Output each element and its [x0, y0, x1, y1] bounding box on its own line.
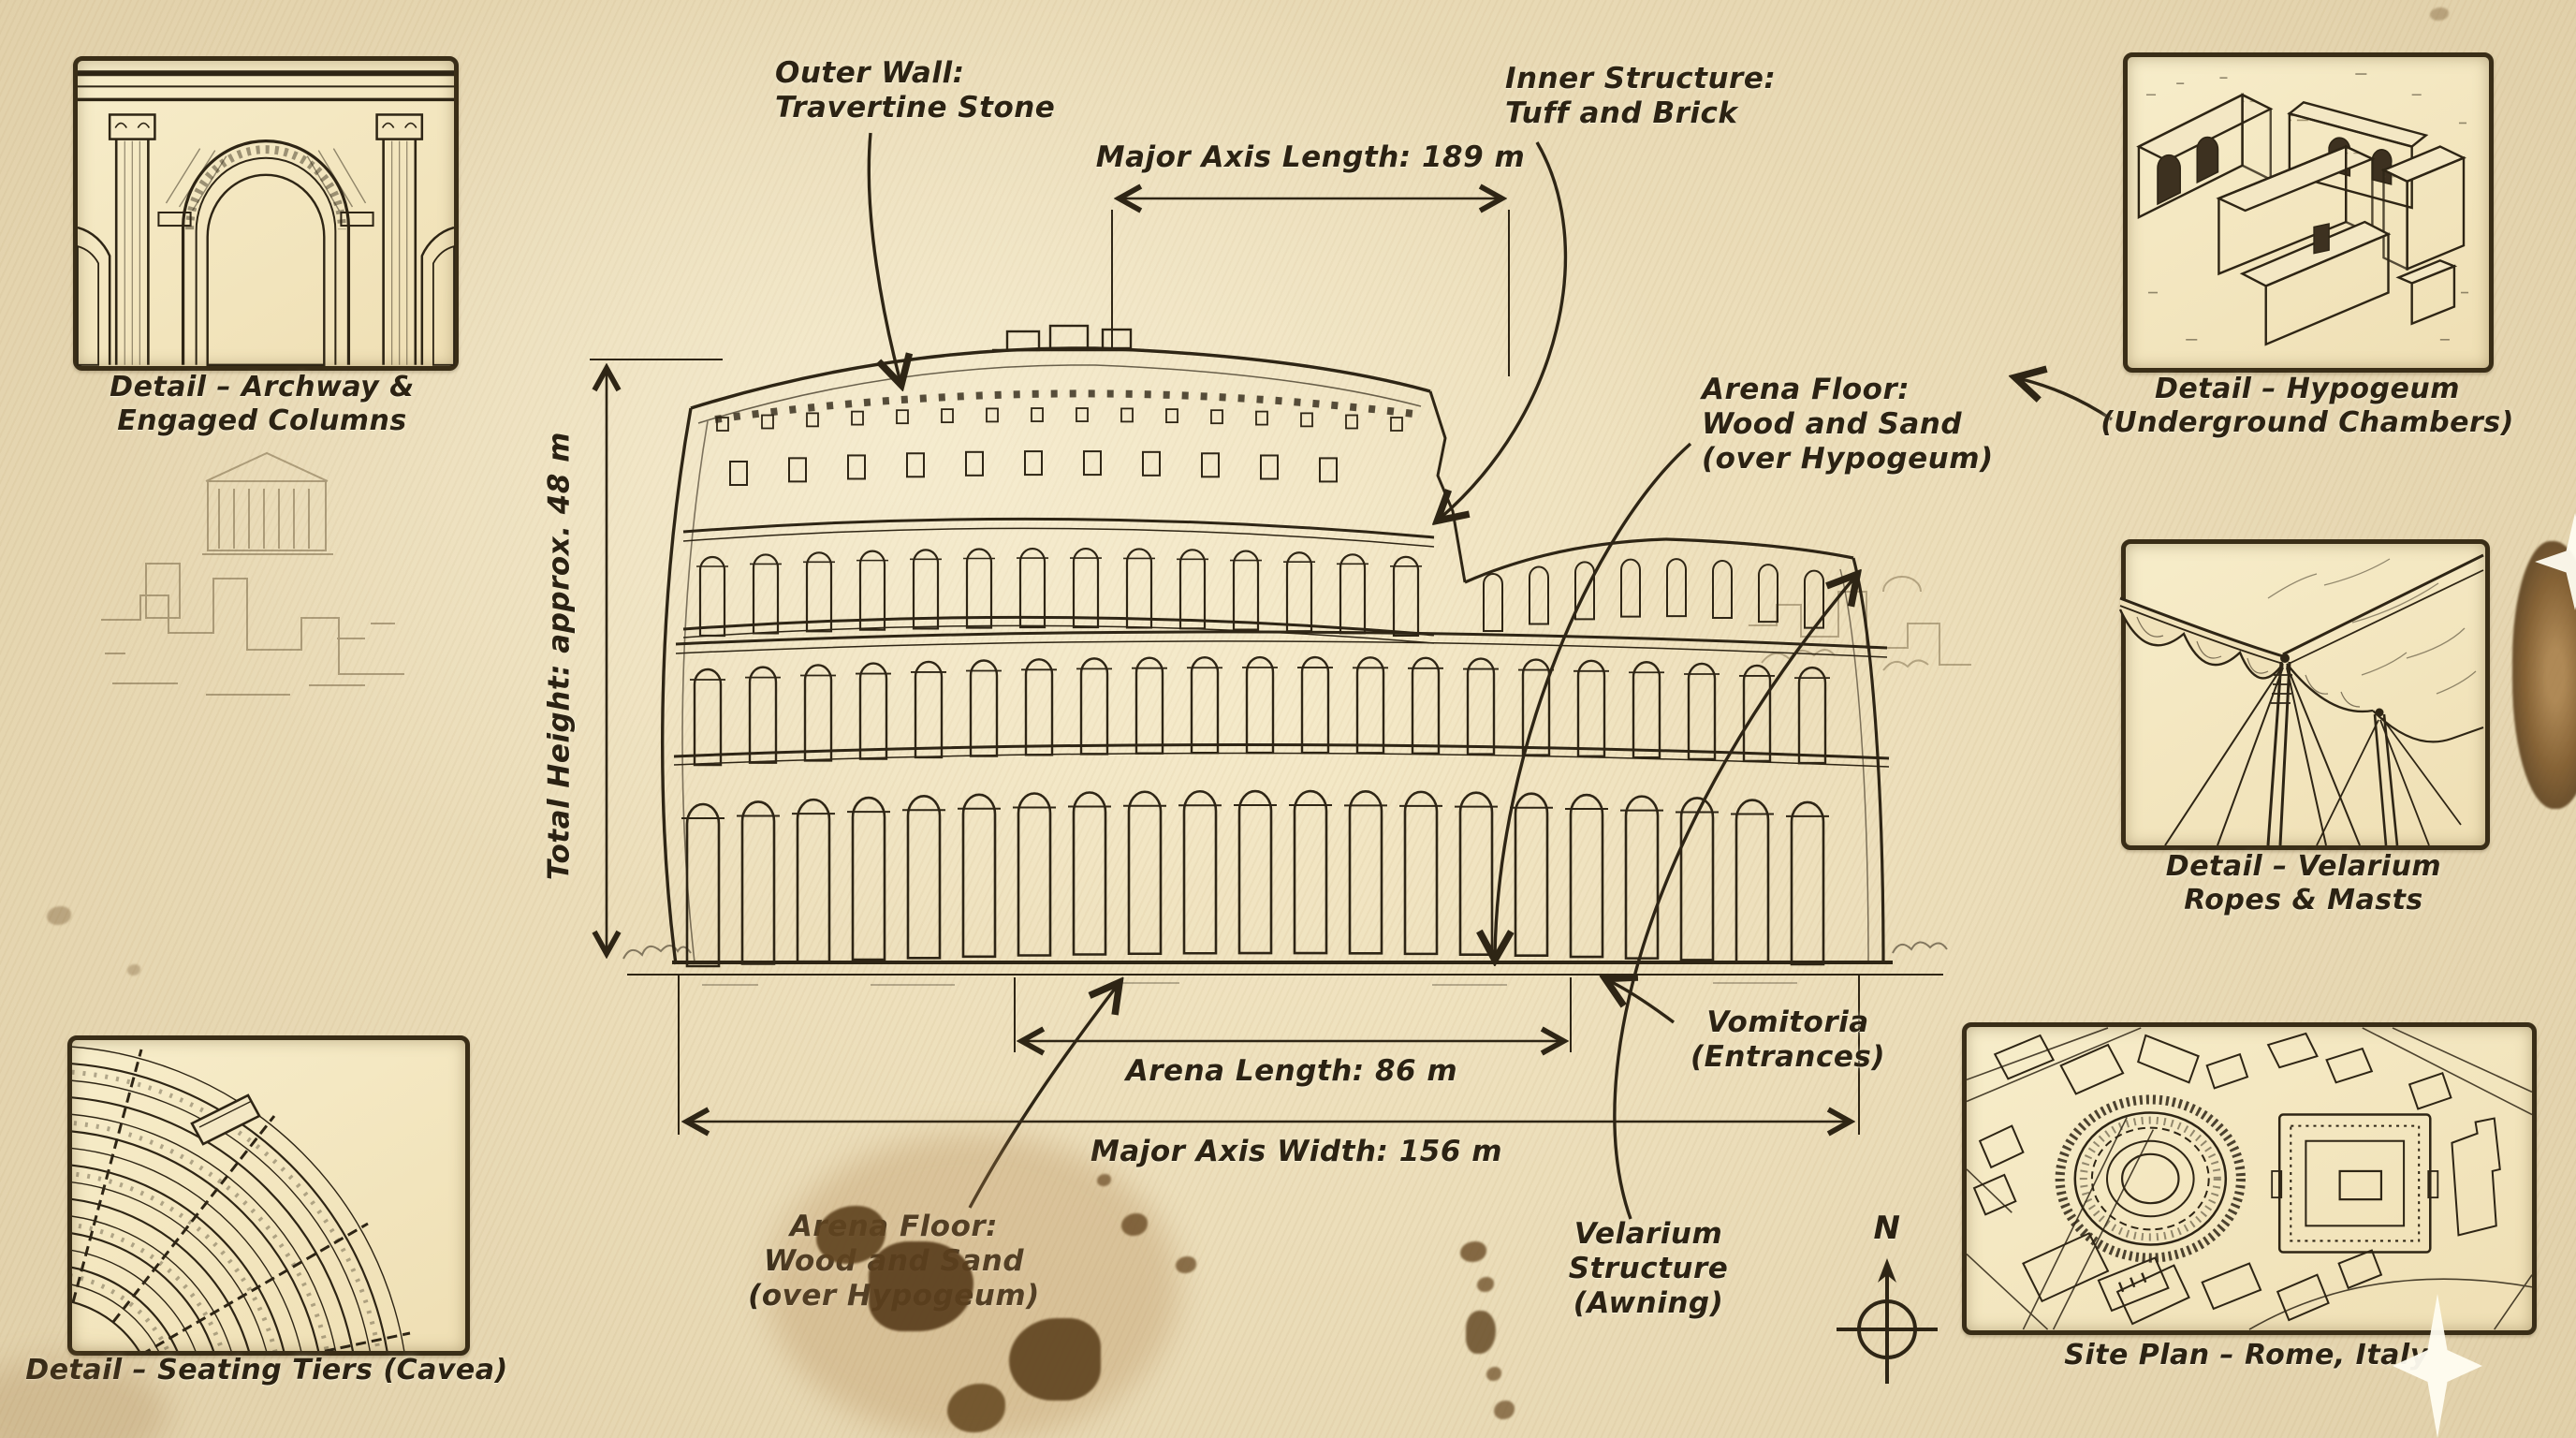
arena-floor-right-arrow [1495, 442, 1692, 957]
vomitoria-label: Vomitoria (Entrances) [1690, 1005, 1886, 1075]
coffee-stain [1477, 1277, 1494, 1292]
total-height-label: Total Height: approx. 48 m [542, 432, 577, 881]
seating-detail-drawing [72, 1046, 411, 1351]
skyline-left-sketch [101, 451, 404, 696]
major-axis-length-label: Major Axis Length: 189 m [1095, 140, 1526, 174]
vomitoria-arrow [1608, 980, 1676, 1024]
inner-structure-label: Inner Structure: Tuff and Brick [1505, 62, 1777, 131]
coffee-stain [47, 906, 71, 925]
inset-siteplan [1962, 1022, 2537, 1335]
inset-hypogeum [2123, 52, 2494, 373]
coffee-stain [127, 964, 140, 976]
coffee-stain [1176, 1256, 1196, 1273]
compass-icon [1837, 1258, 1938, 1384]
coffee-stain [1097, 1174, 1111, 1186]
inset-seating [67, 1035, 470, 1356]
coffee-stain [2430, 7, 2449, 21]
arena-floor-right-label: Arena Floor: Wood and Sand (over Hypogeu… [1702, 373, 1994, 477]
coffee-stain [947, 1384, 1005, 1432]
coffee-stain [1460, 1241, 1486, 1262]
arena-floor-bottom-arrow [968, 985, 1118, 1209]
inset-siteplan-caption: Site Plan – Rome, Italy [2064, 1339, 2429, 1372]
coffee-stain [869, 1241, 973, 1331]
inset-hypogeum-caption: Detail – Hypogeum (Underground Chambers) [2100, 373, 2514, 439]
colosseum-elevation-drawing [622, 324, 1948, 986]
coffee-stain [1494, 1401, 1515, 1419]
archway-detail-drawing [77, 70, 455, 367]
coffee-stain [1466, 1311, 1496, 1354]
velarium-detail-drawing [2118, 553, 2484, 846]
inset-seating-caption: Detail – Seating Tiers (Cavea) [25, 1354, 508, 1387]
coffee-stain [816, 1206, 886, 1264]
inset-velarium [2118, 539, 2490, 850]
inner-structure-arrow [1440, 141, 1568, 519]
velarium-leader-arrow [1613, 577, 1855, 1220]
velarium-pointer-arrow [2018, 378, 2113, 421]
outer-wall-label: Outer Wall: Travertine Stone [775, 56, 1056, 125]
coffee-stain [1121, 1213, 1148, 1236]
inset-velarium-caption: Detail – Velarium Ropes & Masts [2165, 850, 2442, 917]
inset-archway-caption: Detail – Archway & Engaged Columns [110, 371, 415, 437]
major-axis-width-label: Major Axis Width: 156 m [1090, 1135, 1503, 1168]
hypogeum-detail-drawing [2136, 73, 2469, 346]
arena-length-label: Arena Length: 86 m [1125, 1054, 1458, 1088]
outer-wall-arrow [867, 132, 900, 382]
coffee-stain [1486, 1367, 1501, 1381]
coffee-stain [1009, 1318, 1101, 1401]
velarium-structure-label: Velarium Structure (Awning) [1568, 1217, 1729, 1321]
inset-archway [73, 56, 459, 371]
siteplan-drawing [1967, 1027, 2532, 1330]
compass-north-label: N [1873, 1210, 1901, 1247]
coffee-stain [2512, 541, 2576, 809]
